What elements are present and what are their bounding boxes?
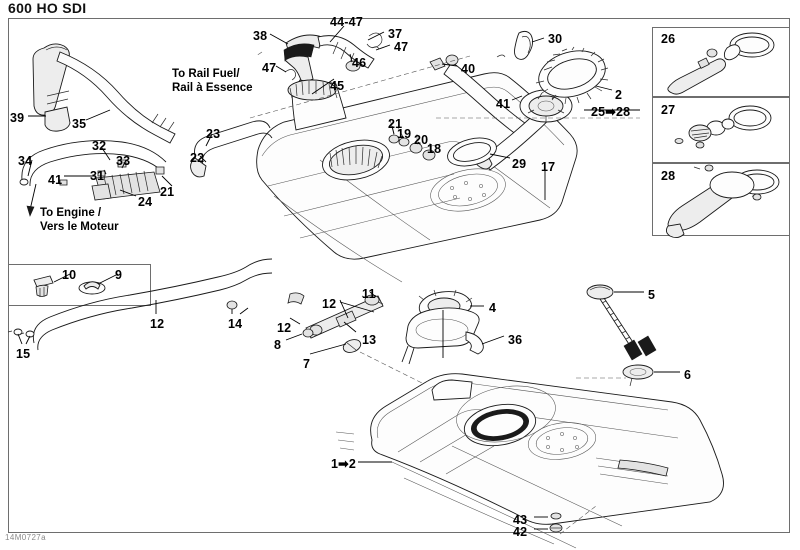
callout-1-2: 1➡2 bbox=[331, 457, 356, 471]
vent-hose-run bbox=[8, 259, 304, 350]
callout-18: 18 bbox=[427, 142, 442, 156]
callout-35: 35 bbox=[72, 117, 87, 131]
callout-19: 19 bbox=[397, 127, 412, 141]
callout-29: 29 bbox=[512, 157, 527, 171]
callout-34: 34 bbox=[18, 154, 33, 168]
fitting-cluster bbox=[240, 292, 432, 388]
callout-26: 26 bbox=[661, 32, 676, 46]
detail-box-27 bbox=[652, 97, 790, 163]
callout-13: 13 bbox=[362, 333, 377, 347]
callout-33: 33 bbox=[116, 154, 131, 168]
callout-41: 41 bbox=[48, 173, 63, 187]
upper-fuel-tank bbox=[191, 31, 611, 282]
callout-12: 12 bbox=[322, 297, 337, 311]
fuel-gauge-assembly bbox=[576, 285, 680, 386]
callout-9: 9 bbox=[115, 268, 123, 282]
detail-box-small-parts bbox=[8, 264, 151, 306]
callout-12: 12 bbox=[150, 317, 165, 331]
fuel-pump-hose-group bbox=[20, 141, 166, 216]
callout-32: 32 bbox=[92, 139, 107, 153]
detail-27-art bbox=[675, 106, 771, 148]
callout-21: 21 bbox=[388, 117, 403, 131]
callout-4: 4 bbox=[489, 301, 497, 315]
callout-43: 43 bbox=[513, 513, 528, 527]
callout-10: 10 bbox=[62, 268, 77, 282]
callout-28: 28 bbox=[661, 169, 676, 183]
callout-37: 37 bbox=[388, 27, 403, 41]
callout-7: 7 bbox=[303, 357, 311, 371]
callout-8: 8 bbox=[274, 338, 282, 352]
callout-21: 21 bbox=[160, 185, 175, 199]
callout-39: 39 bbox=[10, 111, 25, 125]
callout-15: 15 bbox=[16, 347, 31, 361]
callout-24: 24 bbox=[138, 195, 153, 209]
detail-box-26 bbox=[652, 27, 790, 97]
inset-parts-art bbox=[34, 274, 118, 297]
callout-36: 36 bbox=[508, 333, 523, 347]
leader-lines-upper bbox=[28, 26, 640, 200]
callout-25-28: 25➡28 bbox=[591, 105, 631, 119]
callout-47: 47 bbox=[394, 40, 409, 54]
callout-12: 12 bbox=[277, 321, 292, 335]
fuel-cap-group bbox=[402, 290, 504, 364]
callout-44-47: 44-47 bbox=[330, 15, 363, 29]
callout-20: 20 bbox=[414, 133, 429, 147]
callout-11: 11 bbox=[362, 287, 376, 301]
page-title: 600 HO SDI bbox=[8, 0, 87, 16]
note-to-engine: To Engine / Vers le Moteur bbox=[40, 207, 119, 233]
lower-fuel-tank bbox=[336, 374, 724, 548]
callout-47: 47 bbox=[262, 61, 277, 75]
callout-45: 45 bbox=[330, 79, 345, 93]
callout-22: 22 bbox=[190, 151, 205, 165]
callout-27: 27 bbox=[661, 103, 676, 117]
callout-14: 14 bbox=[228, 317, 243, 331]
callout-17: 17 bbox=[541, 160, 556, 174]
callout-5: 5 bbox=[648, 288, 656, 302]
detail-28-art bbox=[666, 165, 779, 238]
detail-26-art bbox=[668, 33, 774, 94]
callout-31: 31 bbox=[90, 169, 105, 183]
hose-assembly-35 bbox=[57, 52, 175, 143]
callout-6: 6 bbox=[684, 368, 692, 382]
drawing-code: 14M0727a bbox=[5, 533, 47, 542]
note-to-rail-fuel: To Rail Fuel/ Rail à Essence bbox=[172, 68, 253, 94]
detail-box-28 bbox=[652, 163, 790, 236]
callout-23: 23 bbox=[206, 127, 221, 141]
callout-38: 38 bbox=[253, 29, 268, 43]
callout-46: 46 bbox=[352, 56, 367, 70]
callout-41: 41 bbox=[496, 97, 511, 111]
callout-30: 30 bbox=[548, 32, 563, 46]
callout-2: 2 bbox=[615, 88, 623, 102]
callout-40: 40 bbox=[461, 62, 476, 76]
callout-42: 42 bbox=[513, 525, 528, 539]
